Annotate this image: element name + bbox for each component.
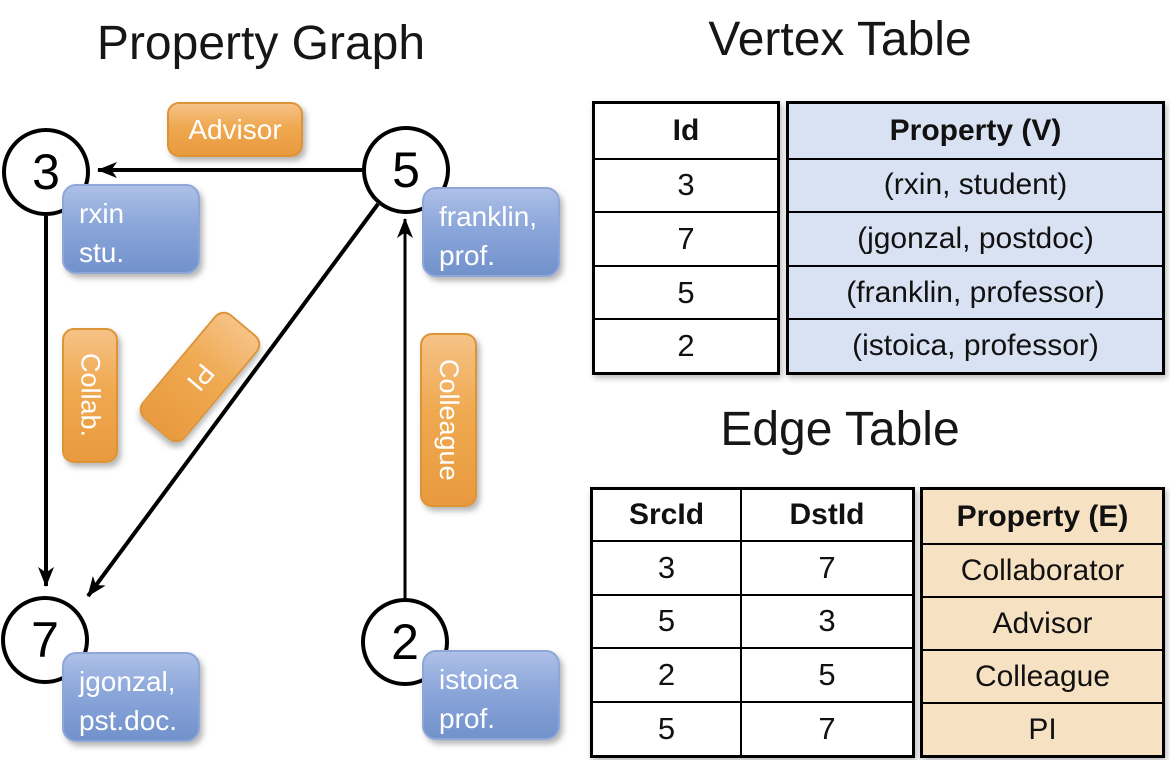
table-cell: Collaborator — [923, 543, 1162, 596]
vertex-table-title: Vertex Table — [708, 13, 972, 66]
vertex-table-id-column: Id 3 7 5 2 — [592, 101, 780, 375]
table-cell: 5 — [740, 647, 912, 702]
table-cell: 3 — [740, 593, 912, 648]
table-cell: (jgonzal, postdoc) — [789, 211, 1162, 265]
vertex-property-3-line2: stu. — [79, 236, 125, 268]
vertex-node-7-id: 7 — [31, 612, 59, 668]
edge-label-collab: Collab. — [62, 328, 118, 463]
vertex-property-7-line2: pst.doc. — [79, 704, 178, 736]
edge-table-header-property: Property (E) — [923, 490, 1162, 543]
edge-line-5-to-7 — [86, 202, 380, 598]
vertex-table-header-id: Id — [672, 113, 700, 147]
table-cell: 2 — [595, 318, 777, 372]
vertex-table-header-property: Property (V) — [789, 104, 1162, 158]
table-cell: 5 — [593, 701, 740, 755]
edge-table: SrcId DstId 3 7 5 3 2 5 5 7 Property (E)… — [590, 487, 1165, 758]
edge-label-colleague: Colleague — [420, 333, 477, 507]
table-cell: Colleague — [923, 649, 1162, 702]
edge-label-advisor: Advisor — [167, 102, 303, 157]
vertex-table: Id 3 7 5 2 Property (V) (rxin, student) … — [592, 101, 1165, 375]
table-cell: 7 — [740, 539, 912, 594]
vertex-node-5-id: 5 — [392, 142, 420, 198]
edge-table-title: Edge Table — [720, 403, 960, 456]
vertex-node-2-id: 2 — [391, 614, 419, 670]
edge-table-header-dstid: DstId — [740, 490, 912, 540]
table-cell: PI — [923, 702, 1162, 755]
vertex-property-box-7: jgonzal, pst.doc. — [62, 652, 200, 742]
vertex-node-5: 5 — [362, 126, 450, 214]
table-cell: (istoica, professor) — [789, 318, 1162, 372]
table-cell: 5 — [595, 264, 777, 319]
vertex-property-2-line2: prof. — [439, 702, 496, 734]
table-cell: Advisor — [923, 596, 1162, 649]
vertex-property-box-2: istoica prof. — [422, 650, 560, 740]
vertex-property-7-line1: jgonzal, — [79, 666, 176, 697]
vertex-node-3-id: 3 — [32, 144, 60, 200]
property-graph-diagram: 3 5 7 2 rxin stu. franklin, prof. jgonza… — [1, 102, 560, 742]
vertex-property-3-line1: rxin — [79, 198, 125, 229]
table-cell: 7 — [595, 211, 777, 265]
edge-table-src-dst-columns: SrcId DstId 3 7 5 3 2 5 5 7 — [590, 487, 915, 758]
table-cell: 3 — [595, 157, 777, 212]
table-cell: 5 — [593, 593, 740, 648]
edge-table-header-srcid: SrcId — [628, 497, 705, 531]
edge-table-property-column: Property (E) Collaborator Advisor Collea… — [920, 487, 1165, 758]
vertex-property-2-line1: istoica — [439, 664, 519, 695]
vertex-table-property-column: Property (V) (rxin, student) (jgonzal, p… — [786, 101, 1165, 375]
graph-edges-layer — [38, 162, 413, 598]
vertex-property-5-line1: franklin, — [439, 201, 538, 232]
table-cell: 7 — [740, 701, 912, 755]
table-cell: 2 — [593, 647, 740, 701]
vertex-property-box-5: franklin, prof. — [422, 187, 560, 277]
vertex-property-box-3: rxin stu. — [62, 184, 200, 274]
table-cell: (franklin, professor) — [789, 264, 1162, 319]
property-graph-title: Property Graph — [96, 17, 426, 70]
vertex-node-2: 2 — [361, 598, 449, 686]
table-cell: (rxin, student) — [789, 157, 1162, 212]
vertex-property-5-line2: prof. — [439, 239, 496, 271]
table-cell: 3 — [593, 539, 740, 594]
